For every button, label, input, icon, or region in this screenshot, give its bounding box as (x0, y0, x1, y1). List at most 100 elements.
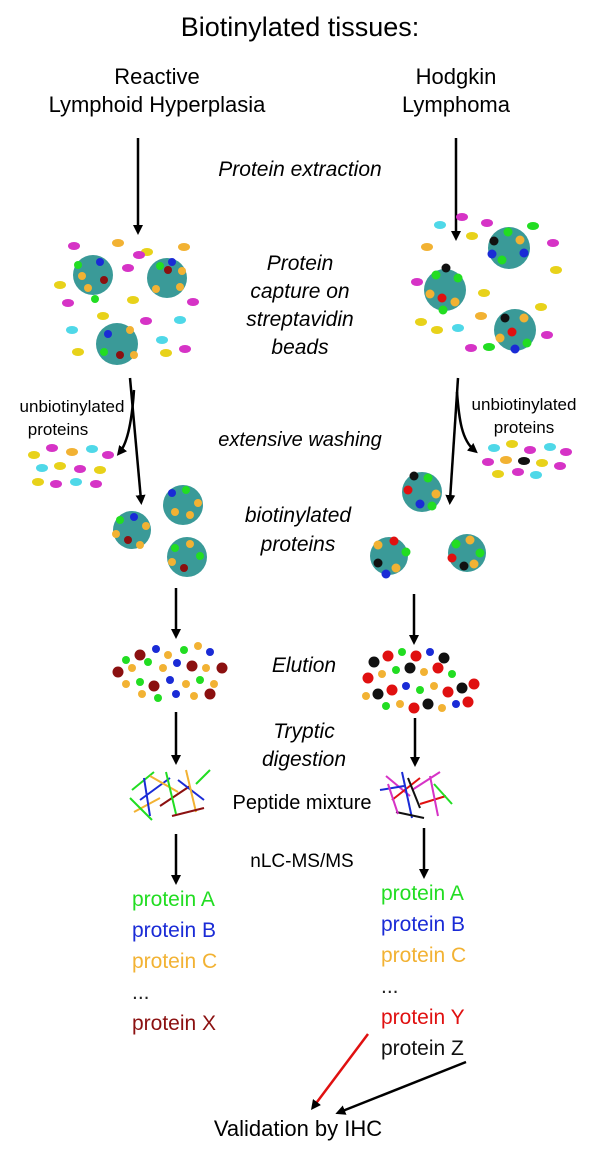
bound-protein (176, 283, 184, 291)
eluted-protein (154, 694, 162, 702)
washed-protein (90, 480, 102, 488)
free-protein (535, 303, 547, 311)
free-protein (475, 312, 487, 320)
eluted-protein (159, 664, 167, 672)
bound-protein (168, 558, 176, 566)
validation-label: Validation by IHC (214, 1116, 382, 1141)
free-protein (187, 298, 199, 306)
eluted-protein (362, 672, 374, 684)
eluted-protein (432, 662, 444, 674)
washed-protein (482, 458, 494, 466)
left-branch-arrow (116, 389, 136, 456)
bound-protein (503, 227, 513, 237)
bound-protein (104, 330, 112, 338)
free-protein (452, 324, 464, 332)
washed-protein (32, 478, 44, 486)
bound-protein (401, 547, 411, 557)
bound-protein (487, 249, 497, 259)
washed-protein (492, 470, 504, 478)
eluted-protein (206, 648, 214, 656)
washed-protein (70, 478, 82, 486)
eluted-protein (426, 648, 434, 656)
eluted-protein (456, 682, 468, 694)
free-protein (160, 349, 172, 357)
right-column-header-line1: Hodgkin (416, 64, 497, 89)
bound-protein (74, 261, 82, 269)
bound-protein (194, 499, 202, 507)
eluted-protein (152, 645, 160, 653)
eluted-protein (372, 688, 384, 700)
eluted-protein (122, 680, 130, 688)
bound-protein (84, 284, 92, 292)
step-capture-line3: streptavidin (246, 308, 353, 331)
eluted-protein (202, 664, 210, 672)
bound-protein (130, 513, 138, 521)
washed-protein (530, 471, 542, 479)
free-protein (112, 239, 124, 247)
bound-protein (423, 473, 433, 483)
free-protein (411, 278, 423, 286)
eluted-protein (402, 682, 410, 690)
right-branch-arrow (455, 391, 478, 454)
eluted-protein (144, 658, 152, 666)
free-protein (127, 296, 139, 304)
peptide-fragment (139, 777, 171, 801)
washed-protein (524, 446, 536, 454)
free-protein (478, 289, 490, 297)
eluted-protein (166, 676, 174, 684)
step-peptide-mixture: Peptide mixture (233, 792, 372, 814)
bound-protein (510, 344, 520, 354)
bound-protein (116, 351, 124, 359)
free-protein (415, 318, 427, 326)
eluted-protein (204, 688, 216, 700)
eluted-protein (190, 692, 198, 700)
bound-protein (182, 486, 190, 494)
free-protein (431, 326, 443, 334)
step-capture-line1: Protein (267, 252, 334, 275)
free-protein (550, 266, 562, 274)
bound-protein (130, 351, 138, 359)
free-protein (421, 243, 433, 251)
bound-protein (136, 541, 144, 549)
free-protein (434, 221, 446, 229)
capture-bead (147, 258, 187, 298)
washed-protein (50, 480, 62, 488)
washed-protein (560, 448, 572, 456)
free-protein (541, 331, 553, 339)
eluted-protein (173, 659, 181, 667)
peptide-fragment (387, 783, 399, 815)
bound-protein (475, 548, 485, 558)
peptide-fragment (419, 795, 447, 805)
step-extensive-washing: extensive washing (218, 429, 381, 451)
eluted-protein (128, 664, 136, 672)
eluted-protein (112, 666, 124, 678)
bound-protein (507, 327, 517, 337)
eluted-protein (468, 678, 480, 690)
bound-protein (116, 516, 124, 524)
bound-protein (152, 285, 160, 293)
protein-list-item: protein Y (381, 1006, 465, 1029)
bound-protein (489, 236, 499, 246)
washed-protein (102, 451, 114, 459)
bound-protein (425, 289, 435, 299)
protein-list-item: protein B (132, 919, 216, 942)
bound-protein (431, 489, 441, 499)
eluted-protein (438, 652, 450, 664)
peptide-layer (129, 769, 453, 821)
bound-protein (178, 267, 186, 275)
eluted-protein (148, 680, 160, 692)
peptide-fragment (379, 785, 405, 791)
washed-protein (500, 456, 512, 464)
bound-protein (431, 270, 441, 280)
washed-protein (506, 440, 518, 448)
free-protein (54, 281, 66, 289)
washed-protein (54, 462, 66, 470)
bound-protein (459, 561, 469, 571)
eluted-protein (196, 676, 204, 684)
eluted-protein (194, 642, 202, 650)
bound-protein (441, 263, 451, 273)
bound-protein (500, 313, 510, 323)
peptide-fragment (429, 775, 439, 817)
eluted-protein (404, 662, 416, 674)
